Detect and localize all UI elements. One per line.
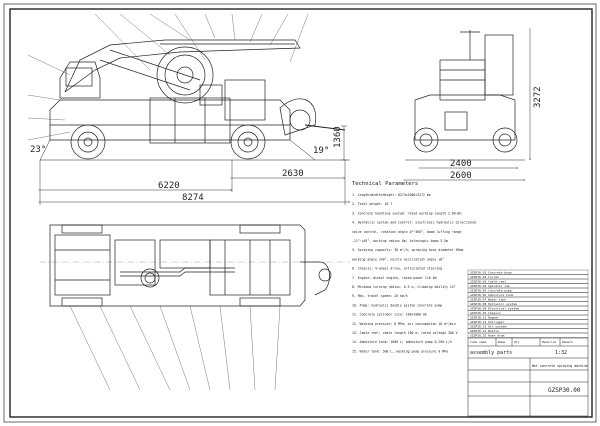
plan-cab: [54, 234, 111, 296]
tb-description: Wet concrete spraying machine: [532, 364, 588, 368]
plan-chassis: [49, 224, 306, 307]
boom-arm: [64, 39, 301, 93]
tb-scale: 1:32: [555, 350, 567, 356]
title-block: [467, 337, 589, 417]
plan-view: [40, 224, 350, 307]
tech-param-line: 7. Engine: diesel engine, rated power 11…: [352, 276, 437, 280]
tb-header-material: Material: [542, 340, 557, 344]
tech-param-line: 2. Total weight: 16 T: [352, 202, 392, 206]
parts-row-text: GZSP30.05 Concrete pump: [470, 288, 512, 292]
inner-border: [9, 8, 593, 418]
operator-cab: [59, 61, 101, 99]
tech-param-line: 5. Spraying capacity: 30 m³/h; spraying …: [352, 248, 463, 252]
tank-block: [149, 97, 231, 144]
tb-header-code: Code name: [470, 340, 486, 344]
parts-row-text: GZSP30.13 Air system: [470, 324, 506, 328]
dim-8274: 8274: [182, 193, 204, 203]
tech-param-line: 10. Pump: hydraulic double piston concre…: [352, 303, 442, 307]
tb-header-remark: Remark: [562, 340, 573, 344]
parts-row-text: GZSP30.09 Electrical system: [470, 306, 519, 310]
parts-row-text: GZSP30.12 Outrigger: [470, 320, 505, 324]
dim-6220: 6220: [158, 181, 180, 191]
dim-height-3272: 3272: [533, 86, 543, 108]
end-wheel-left: [413, 127, 439, 153]
tech-param-line: -11°~+65°, working radius 8m, telescopic…: [352, 239, 448, 243]
tech-param-line: 6. Chassis: 4-wheel drive, articulated s…: [352, 267, 442, 271]
dim-2600: 2600: [450, 171, 472, 181]
tech-param-line: 4. Hydraulic system and control: electro…: [352, 221, 477, 225]
parts-row: [467, 332, 589, 338]
end-view-dimensions: [405, 30, 530, 180]
tech-params-list: 1. Length×Width×Height: 8274×2600×3272 m…: [352, 193, 477, 353]
tech-param-line: 9. Max. travel speed: 20 km/h: [352, 294, 408, 298]
dim-2400: 2400: [450, 159, 472, 169]
parts-row-text: GZSP30.10 Chassis: [470, 311, 501, 315]
turret-reel: [156, 46, 214, 104]
outer-border: [3, 3, 597, 423]
tech-param-line: 8. Minimum turning radius: 6.5 m, climbi…: [352, 285, 456, 289]
parts-row-text: GZSP30.01 Concrete boom: [470, 270, 512, 274]
dim-2630: 2630: [282, 169, 304, 179]
parts-row-text: GZSP30.03 Cable reel: [470, 279, 506, 283]
tech-param-line: 3. Concrete handling system: rated worki…: [352, 211, 461, 215]
tech-param-line: 14. Admixture tank: 1000 L; admixture pu…: [352, 340, 452, 344]
tech-params-title: Technical Parameters: [352, 181, 418, 187]
side-elevation-view: [27, 13, 350, 161]
parts-row-text: GZSP30.15 Hose drum: [470, 333, 505, 337]
parts-row-text: GZSP30.04 Operator cab: [470, 284, 510, 288]
side-view-dimensions: [40, 125, 350, 205]
angle-23: 23°: [30, 145, 46, 155]
end-elevation-view: [405, 30, 525, 161]
tech-param-line: working angle 240°, nozzle oscillation a…: [352, 257, 444, 261]
parts-row-text: GZSP30.07 Water tank: [470, 297, 506, 301]
end-body: [414, 94, 516, 141]
end-wheel-right: [492, 127, 518, 153]
dim-height-1360: 1360: [333, 126, 343, 148]
angle-19: 19°: [313, 146, 329, 156]
tech-param-line: 12. Working pressure: 8 MPa; air consump…: [352, 322, 456, 326]
front-wheel: [70, 124, 106, 160]
tech-param-line: 1. Length×Width×Height: 8274×2600×3272 m…: [352, 193, 431, 197]
tb-header-qty: Qty: [514, 340, 520, 344]
rear-wheel: [230, 124, 266, 160]
parts-row-text: GZSP30.02 Turret: [470, 275, 499, 279]
tb-assembly-title: assembly parts: [470, 350, 512, 356]
tb-drawing-number: GZSP30.00: [548, 387, 581, 394]
leader-lines-top: [27, 13, 309, 141]
hose-drum: [279, 98, 317, 136]
parts-row-text: GZSP30.08 Hydraulic system: [470, 302, 517, 306]
parts-row-text: GZSP30.11 Hopper: [470, 315, 499, 319]
tech-param-line: 13. Cable reel: cable length 100 m, rate…: [352, 331, 458, 335]
parts-row-text: GZSP30.06 Admixture tank: [470, 293, 514, 297]
tech-param-line: 15. Water tank: 500 L, washing pump pres…: [352, 349, 448, 353]
tech-param-line: valve control, rotation angle 0°~360°, b…: [352, 230, 461, 234]
leader-lines-plan: [69, 305, 281, 391]
parts-row-text: GZSP30.14 Nozzle: [470, 329, 499, 333]
plan-hose: [300, 261, 330, 296]
tech-param-line: 11. Concrete cylinder size: 180×1000 mm: [352, 313, 427, 317]
tb-header-name: Name: [498, 340, 505, 344]
